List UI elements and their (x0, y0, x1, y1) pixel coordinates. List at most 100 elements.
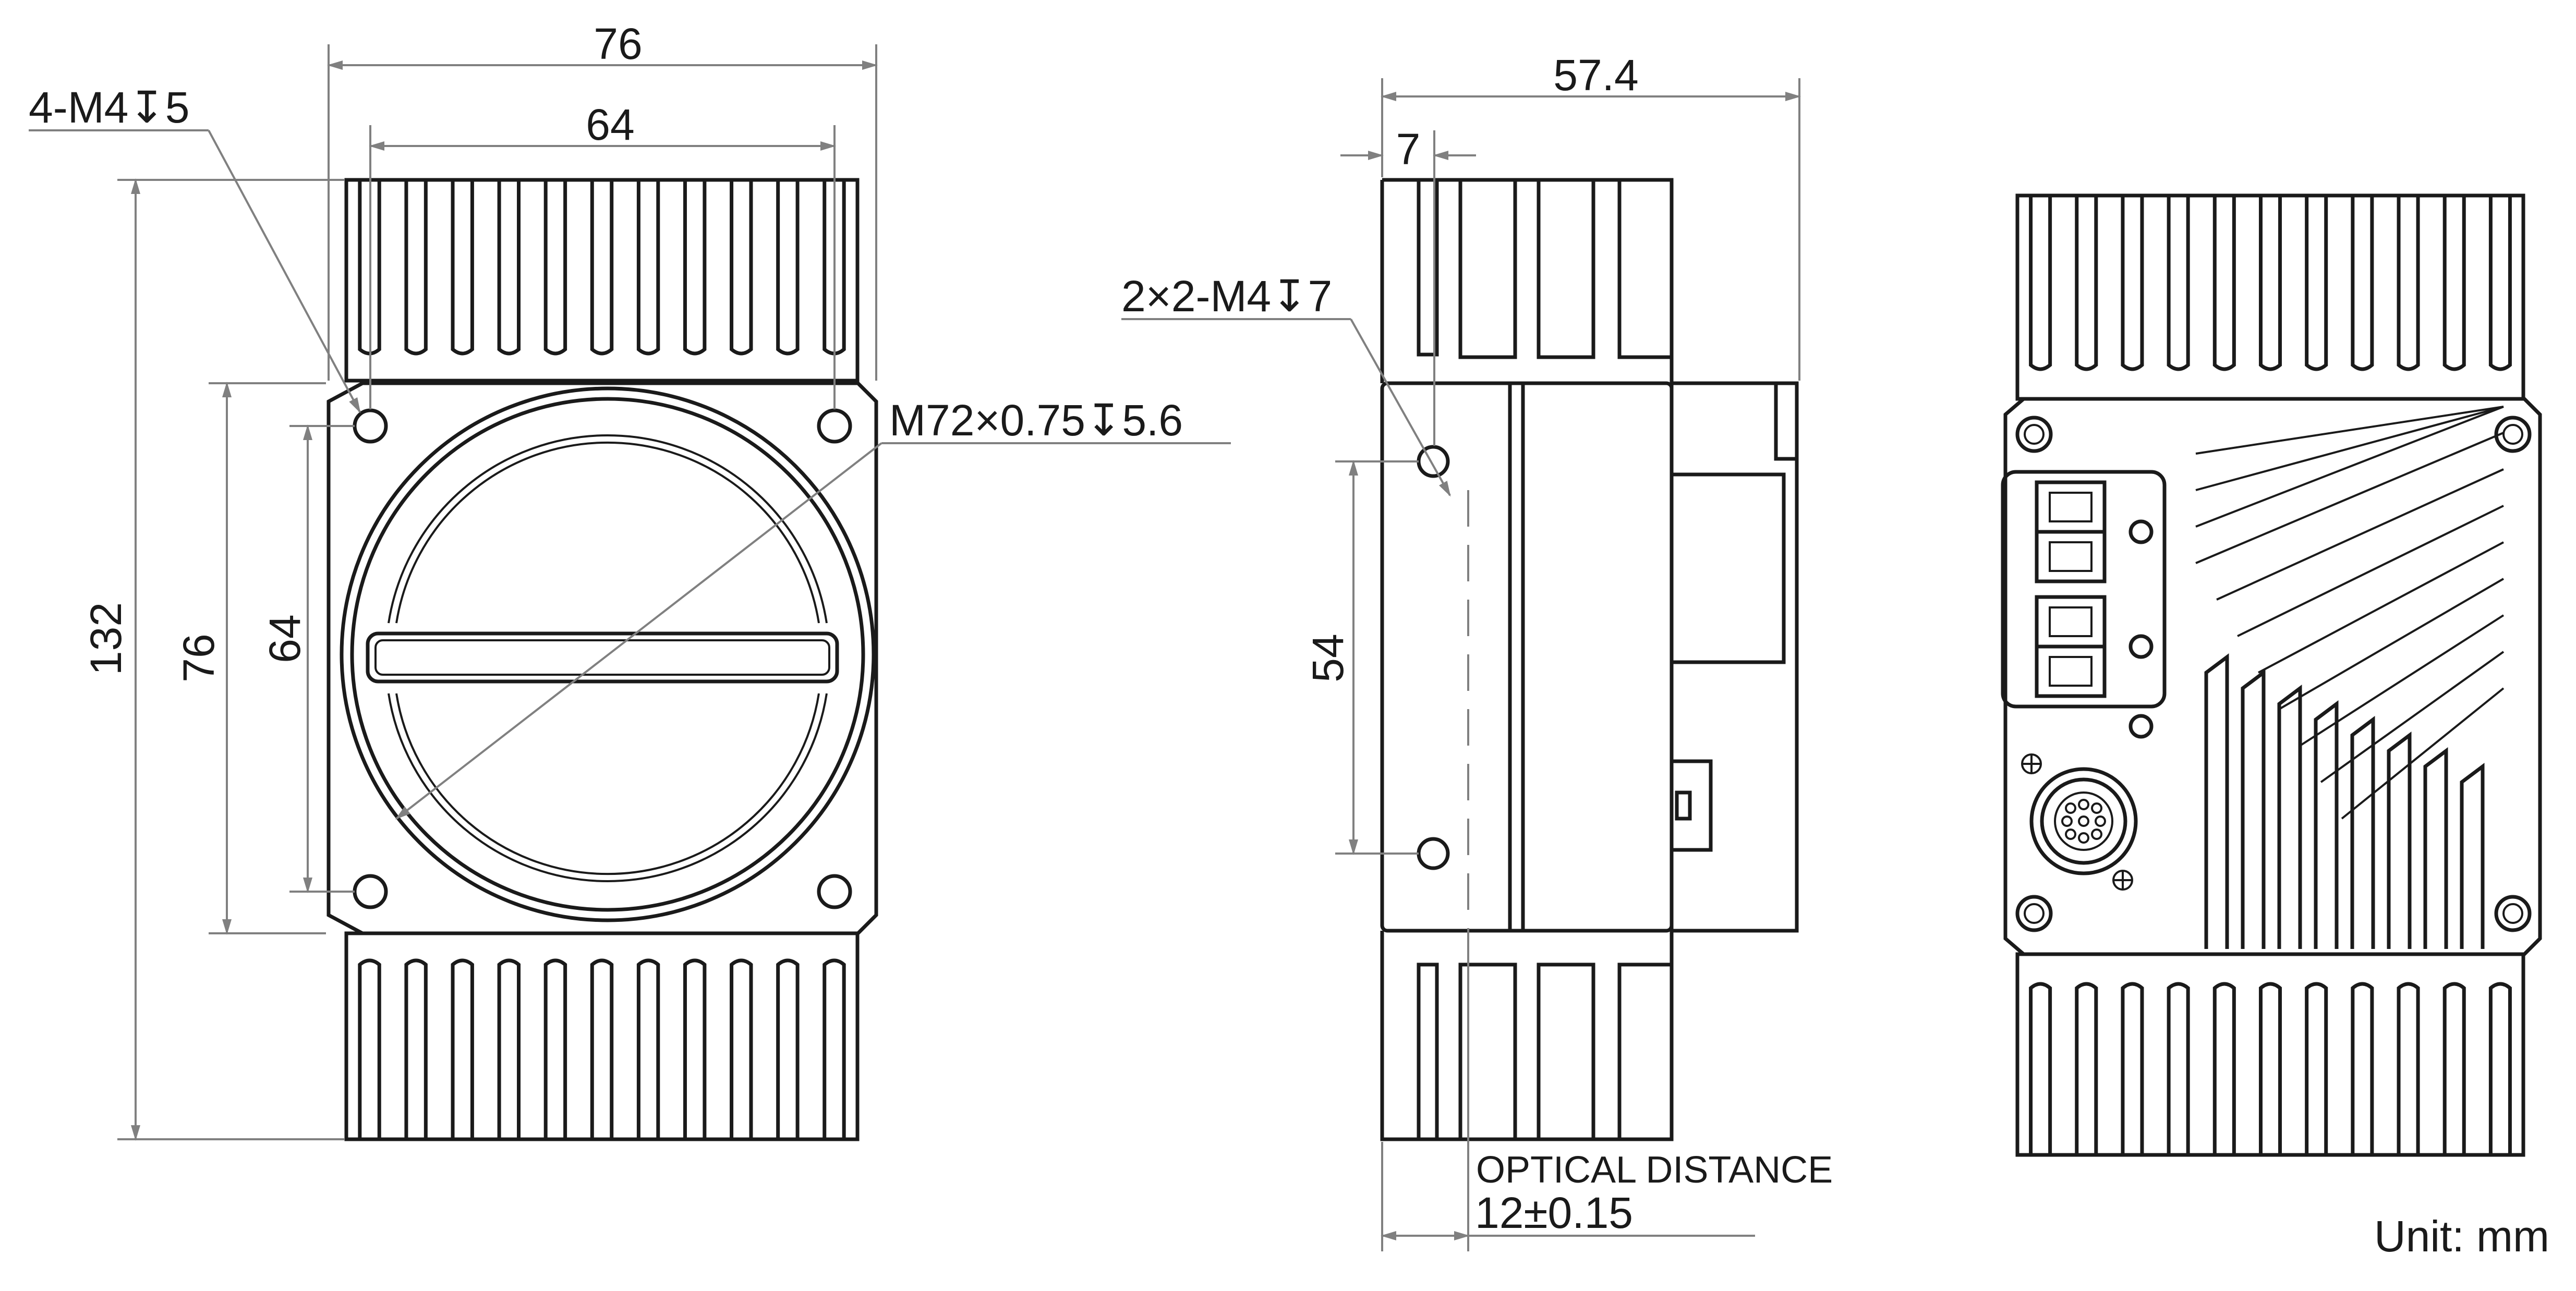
front-top-fins (344, 178, 860, 383)
vent-line (2195, 406, 2504, 528)
fin-slot (590, 958, 614, 1139)
front-inner-width-label: 64 (586, 100, 634, 149)
connector-pin (2078, 799, 2089, 810)
fin-slot (823, 958, 846, 1139)
fin-slot (2167, 196, 2190, 371)
fin-slot (2075, 982, 2098, 1155)
fin-slot (543, 180, 567, 356)
front-hole-tr (817, 408, 852, 444)
fin-slot (2488, 982, 2512, 1155)
side-top-fins (1380, 178, 1674, 383)
rear-bottom-fins (2015, 952, 2525, 1157)
led-indicator-2 (2128, 634, 2154, 659)
vent-fin (2350, 716, 2375, 949)
vent-line (2258, 541, 2504, 674)
connector-pin (2065, 829, 2076, 840)
side-holes-callout: 2×2-M4↧7 (1121, 272, 1332, 321)
optical-distance-label: OPTICAL DISTANCE (1476, 1149, 1833, 1191)
fin-slot (590, 180, 614, 356)
connector-pin (2065, 802, 2076, 814)
connector-pin (2091, 802, 2102, 814)
fin-slot (2121, 196, 2144, 371)
fin-slot (730, 180, 753, 356)
vent-line (2278, 578, 2505, 710)
vent-fin (2460, 763, 2485, 949)
front-hole-br (817, 874, 852, 909)
fin-slot (497, 958, 521, 1139)
vent-line (2195, 432, 2504, 564)
lens-mount-callout: M72×0.75↧5.6 (889, 396, 1183, 445)
rear-diagonal-vents (2195, 406, 2505, 949)
vent-line (2195, 406, 2504, 455)
fin-slot (2488, 196, 2512, 371)
side-offset-label: 7 (1396, 125, 1421, 174)
fin-slot (683, 180, 707, 356)
fin-slot (543, 958, 567, 1139)
fin-slot (2351, 982, 2374, 1155)
vent-line (2237, 505, 2504, 637)
fin-slot (2305, 982, 2328, 1155)
led-indicator-1 (2128, 519, 2154, 544)
fin-slot (451, 180, 474, 356)
front-flange-height-label: 76 (174, 634, 223, 682)
fin-slot (2029, 982, 2052, 1155)
fin-slot (776, 180, 800, 356)
optical-distance-value: 12±0.15 (1475, 1188, 1633, 1237)
front-bottom-fins (344, 931, 860, 1141)
fin-slot (404, 180, 428, 356)
fin-slot (2212, 982, 2236, 1155)
ethernet-ports-panel (2001, 470, 2167, 709)
front-hole-spacing-label: 64 (260, 614, 309, 663)
front-hole-bl (353, 874, 388, 909)
fin-slot (2442, 982, 2466, 1155)
side-body (1380, 381, 1674, 933)
fin-slot (2212, 196, 2236, 371)
connector-pin (2095, 815, 2106, 827)
vent-line (2299, 614, 2505, 747)
fin-slot (2258, 196, 2282, 371)
rear-view (2001, 193, 2542, 1157)
fin-slot (2075, 196, 2098, 371)
vent-fin (2277, 685, 2302, 949)
side-bottom-fins (1380, 931, 1674, 1141)
vent-line (2216, 468, 2504, 601)
vent-fin (2204, 653, 2229, 949)
side-hole-spacing-label: 54 (1303, 634, 1352, 682)
fin-slot (2442, 196, 2466, 371)
fin-slot (730, 958, 753, 1139)
fin-slot (683, 958, 707, 1139)
vent-line (2341, 687, 2505, 820)
vent-fin (2387, 732, 2412, 949)
ethernet-port-icons (2035, 480, 2107, 698)
connector-pin (2078, 832, 2089, 844)
rear-screws (2015, 416, 2532, 932)
front-view: 76 64 132 76 64 4-M4↧5 M72×0.75↧5.6 (29, 19, 1231, 1141)
fin-slot (2397, 982, 2420, 1155)
fin-slot (2258, 982, 2282, 1155)
fin-slot (636, 180, 660, 356)
led-indicator-3 (2128, 714, 2154, 739)
front-hole-tl (353, 408, 388, 444)
vent-fin (2423, 747, 2448, 949)
connector-pin (2061, 815, 2073, 827)
fin-slot (2351, 196, 2374, 371)
lens-cap-bar (366, 631, 839, 684)
side-hole-bottom (1417, 837, 1450, 870)
fin-slot (2397, 196, 2420, 371)
rear-top-fins (2015, 193, 2525, 401)
fin-slot (776, 958, 800, 1139)
front-height-label: 132 (81, 602, 130, 675)
side-hole-top (1417, 445, 1450, 478)
mount-holes-callout: 4-M4↧5 (29, 83, 189, 132)
fin-slot (497, 180, 521, 356)
fin-slot (2305, 196, 2328, 371)
side-depth-label: 57.4 (1553, 51, 1639, 100)
lens-mount-inner (350, 397, 865, 912)
vent-fin (2314, 700, 2339, 949)
fin-slot (2029, 196, 2052, 371)
lens-mount-outer (340, 386, 876, 922)
front-width-label: 76 (594, 19, 642, 68)
io-connector (2021, 753, 2138, 891)
fin-slot (451, 958, 474, 1139)
